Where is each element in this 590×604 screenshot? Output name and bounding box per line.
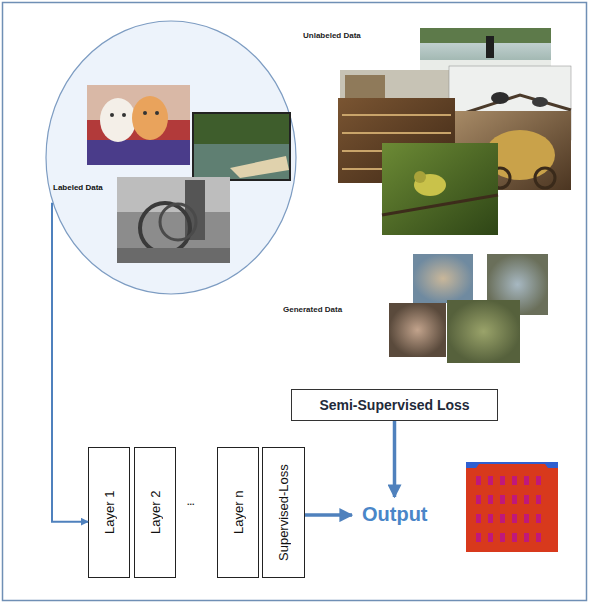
layer-label: Supervised-Loss xyxy=(263,448,304,577)
circle-shape xyxy=(46,21,296,294)
lake-photo xyxy=(193,113,290,180)
library-photo xyxy=(338,98,455,183)
unlabeled-data-label: Unlabeled Data xyxy=(303,31,361,40)
layer-box: Layer 1 xyxy=(88,447,130,578)
loss-box: Semi-Supervised Loss xyxy=(291,389,498,421)
labeled-data-circle: Labeled Data xyxy=(45,20,297,295)
node-label: Semi-Supervised Loss xyxy=(292,390,497,420)
building-icon xyxy=(466,462,558,552)
layer-label: Layer 2 xyxy=(135,448,175,577)
layer-box: Layer 2 xyxy=(134,447,176,578)
kitten-photo xyxy=(87,85,190,165)
node-label: Labeled Data xyxy=(53,183,103,192)
rider-photo xyxy=(420,28,551,75)
flow-arrow xyxy=(52,203,88,522)
flow-arrow xyxy=(393,421,397,497)
generated-images xyxy=(389,254,548,363)
node-label: Output xyxy=(362,503,428,526)
output-node: Output xyxy=(352,497,447,537)
ellipsis-label: ... xyxy=(187,497,195,507)
sculpture-photo xyxy=(117,177,230,263)
flow-arrow xyxy=(305,513,352,517)
circle-outline xyxy=(45,20,297,295)
loss-layer-box: Supervised-Loss xyxy=(262,447,305,578)
hall-photo-back xyxy=(340,70,462,120)
layer-label: Layer 1 xyxy=(89,448,129,577)
birds-photo xyxy=(449,66,571,140)
generated-data-label: Generated Data xyxy=(283,305,342,314)
layer-label: Layer n xyxy=(218,448,258,577)
layer-box: Layer n xyxy=(217,447,259,578)
carriage-photo xyxy=(455,111,571,190)
page-border xyxy=(3,3,587,601)
bird-photo xyxy=(382,143,498,235)
